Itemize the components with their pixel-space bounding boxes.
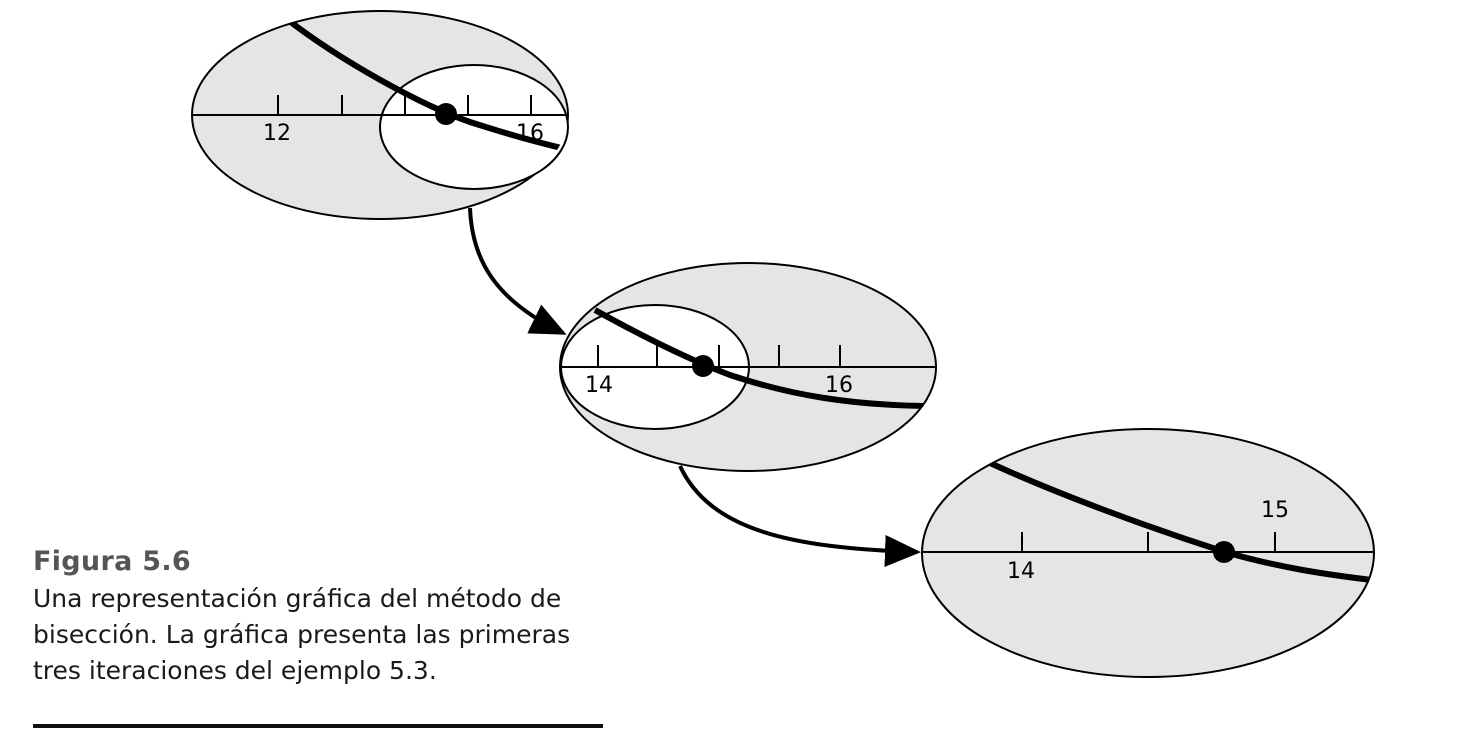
caption-divider: [33, 724, 603, 728]
midpoint-marker-3: [1213, 541, 1235, 563]
figure-caption: Figura 5.6 Una representación gráfica de…: [33, 546, 613, 689]
tick-label-14: 14: [1007, 559, 1035, 584]
caption-line: Una representación gráfica del método de: [33, 584, 562, 613]
tick-label-14: 14: [585, 373, 613, 398]
tick-label-15: 15: [1261, 498, 1289, 523]
iteration-arrow-2: [678, 465, 921, 567]
function-curve-2: [593, 307, 926, 409]
caption-line: bisección. La gráfica presenta las prime…: [33, 620, 571, 649]
iteration-arrow-1: [468, 207, 567, 335]
figure-number: Figura 5.6: [33, 546, 192, 577]
midpoint-marker-2: [692, 355, 714, 377]
bracket-ellipse-1: [379, 64, 569, 190]
midpoint-marker-1: [435, 103, 457, 125]
function-curve-1: [286, 17, 568, 153]
tick-label-12: 12: [263, 121, 291, 146]
iteration-3-panel: 14 15: [921, 428, 1375, 678]
tick-label-16: 16: [516, 121, 544, 146]
tick-label-16: 16: [825, 373, 853, 398]
iteration-2-panel: 14 16: [559, 262, 937, 472]
iteration-1-panel: 12 16: [191, 10, 569, 220]
caption-line: tres iteraciones del ejemplo 5.3.: [33, 656, 437, 685]
